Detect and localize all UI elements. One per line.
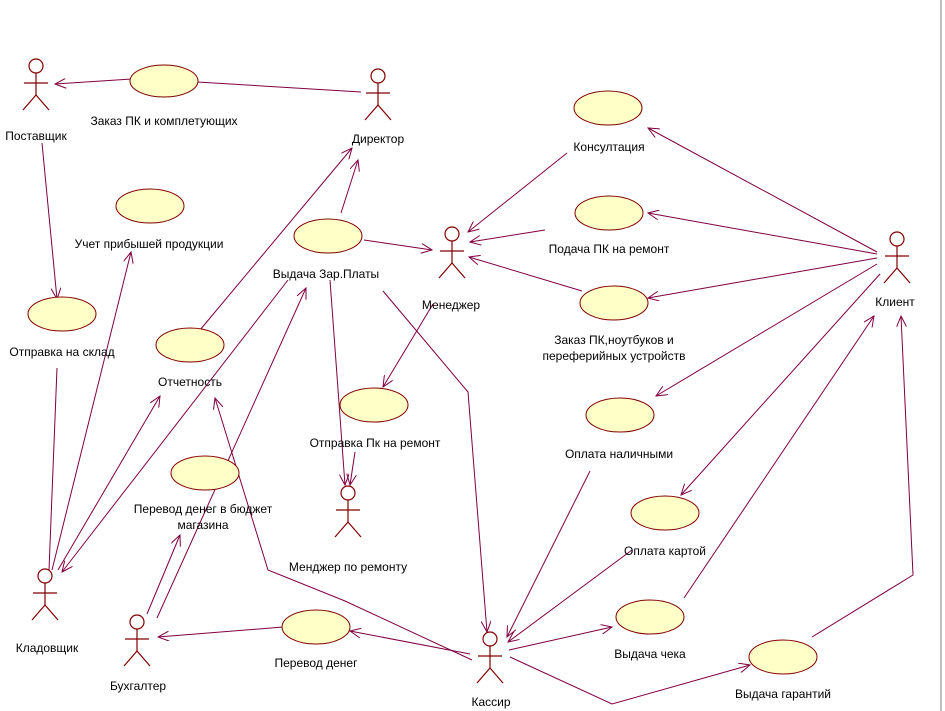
- label-warranty: Выдача гарантий: [735, 687, 831, 701]
- edge-client-consult: [648, 128, 878, 253]
- label-order-devices-2: переферийных устройств: [542, 349, 685, 363]
- edge-storekeeper-profit: [51, 252, 131, 571]
- label-send-repair: Отправка Пк на ремонт: [310, 436, 441, 450]
- label-client: Клиент: [875, 295, 915, 309]
- edge-order-supplier: [55, 79, 132, 84]
- label-submit-repair: Подача ПК на ремонт: [549, 242, 670, 256]
- edge-transfer-accountant: [158, 626, 284, 637]
- edge-client-card: [681, 273, 881, 495]
- use-case-warranty: [748, 639, 818, 675]
- use-cases: Заказ ПК и комплетующих Учет прибышей пр…: [9, 64, 831, 701]
- label-profit: Учет прибышей продукции: [75, 237, 224, 251]
- use-case-order-pc: [129, 64, 199, 98]
- use-case-profit: [115, 188, 185, 224]
- edge-salary-manager: [363, 239, 432, 250]
- label-cashier: Кассир: [471, 695, 510, 709]
- edge-salary-repairmanager: [329, 279, 345, 485]
- use-case-order-devices: [579, 285, 649, 321]
- use-case-money-transfer: [281, 609, 351, 645]
- actor-supplier: [22, 58, 50, 111]
- actor-manager: [438, 226, 466, 279]
- actor-client: [883, 231, 911, 284]
- label-order-devices-1: Заказ ПК,ноутбуков и: [554, 333, 674, 347]
- edge-consult-manager: [468, 152, 568, 232]
- label-receipt: Выдача чека: [614, 647, 686, 661]
- edge-salary-storekeeper: [62, 279, 289, 572]
- edge-client-order: [648, 257, 878, 298]
- use-case-salary: [293, 218, 363, 254]
- associations: [41, 79, 914, 705]
- edge-ship-storekeeper: [48, 367, 58, 571]
- label-consultation: Консултация: [573, 140, 644, 154]
- use-case-card: [630, 495, 700, 531]
- label-budget-1: Перевод денег в бюджет: [134, 502, 273, 516]
- label-reporting: Отчетность: [158, 375, 222, 389]
- edge-warranty-client: [811, 316, 914, 638]
- edge-submit-manager: [470, 229, 546, 242]
- label-money-transfer: Перевод денег: [275, 656, 359, 670]
- use-case-cash: [585, 397, 655, 433]
- edge-cashier-reporting: [215, 398, 473, 661]
- use-case-receipt: [615, 599, 685, 635]
- edge-supplier-ship: [41, 142, 57, 299]
- use-case-reporting: [155, 327, 225, 363]
- label-salary: Выдача Зар.Платы: [273, 267, 379, 281]
- label-manager: Менеджер: [422, 298, 481, 312]
- edge-cash-cashier: [507, 470, 591, 637]
- edge-reporting-director: [199, 148, 352, 331]
- label-order-pc: Заказ ПК и комплетующих: [90, 114, 237, 128]
- label-storekeeper: Кладовщик: [16, 641, 79, 655]
- actor-storekeeper: [31, 568, 59, 621]
- edge-accountant-budget: [146, 535, 180, 615]
- actor-cashier: [476, 631, 504, 684]
- edge-salary-cashier: [382, 290, 487, 632]
- edge-order-manager: [469, 257, 583, 292]
- label-ship-warehouse: Отправка на склад: [9, 345, 114, 359]
- label-accountant: Бухгалтер: [110, 679, 166, 693]
- use-case-consultation: [573, 90, 643, 126]
- edge-cashier-receipt: [508, 627, 612, 651]
- edge-client-submit: [648, 213, 878, 255]
- use-case-ship-warehouse: [27, 296, 97, 332]
- edge-storekeeper-reporting: [57, 396, 160, 571]
- edge-cashier-warranty: [509, 656, 750, 705]
- label-cash: Оплата наличными: [565, 447, 673, 461]
- edge-director-order: [181, 81, 362, 93]
- label-supplier: Поставщик: [5, 129, 67, 143]
- actor-accountant: [123, 614, 151, 667]
- edge-client-cash: [656, 263, 878, 396]
- edge-manager-sendrepair: [383, 303, 434, 387]
- label-repair-manager: Менджер по ремонту: [289, 560, 407, 574]
- label-director: Директор: [352, 132, 405, 146]
- actor-director: [364, 68, 392, 121]
- use-case-send-repair: [339, 387, 409, 423]
- edge-card-cashier: [508, 549, 633, 642]
- actor-repair-manager: [334, 485, 362, 538]
- edge-receipt-client: [683, 316, 874, 599]
- use-case-submit-repair: [574, 195, 644, 231]
- label-budget-2: магазина: [177, 518, 228, 532]
- label-card: Оплата картой: [624, 544, 706, 558]
- edge-sendrepair-repairmanager: [350, 451, 355, 485]
- actors: Поставщик Директор Менеджер Клиент: [5, 58, 915, 709]
- edge-salary-director: [340, 160, 358, 214]
- use-case-budget: [170, 455, 240, 491]
